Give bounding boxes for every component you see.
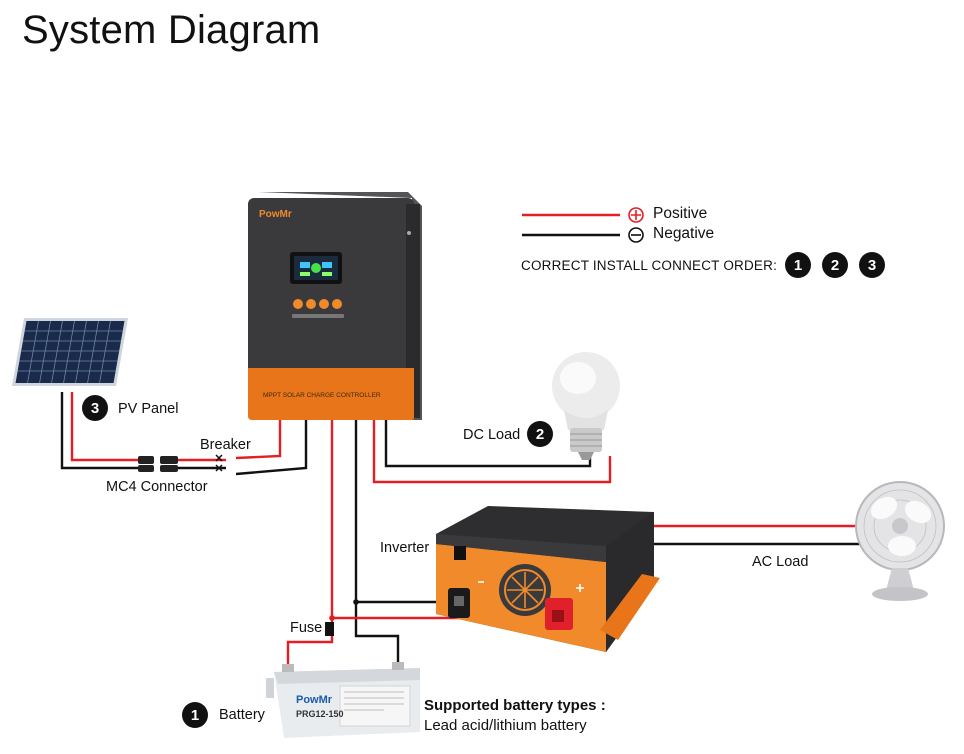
ac-load-label: AC Load (752, 554, 809, 570)
pv-panel-step-badge: 3 (82, 395, 108, 421)
controller-label: MPPT SOLAR CHARGE CONTROLLER (263, 392, 381, 399)
battery-brand: PowMr (296, 694, 333, 706)
legend-negative-label: Negative (653, 225, 715, 242)
battery-model: PRG12-150 (296, 709, 344, 719)
inverter-label: Inverter (380, 540, 430, 556)
charge-controller: PowMr MPPT SOLAR CHARGE CONTROLLER (248, 192, 422, 420)
fuse-icon (325, 622, 334, 636)
dc-load-negative-wire (384, 418, 592, 468)
minus-circle-icon (628, 227, 644, 243)
page-title: System Diagram (22, 8, 321, 52)
battery-icon: PowMr PRG12-150 (266, 662, 420, 738)
mc4-connector-icon (138, 456, 178, 472)
supported-battery-types: Lead acid/lithium battery (424, 717, 587, 734)
breaker-label: Breaker (200, 437, 251, 453)
order-step-2: 2 (822, 252, 848, 278)
battery-step-badge: 1 (182, 702, 208, 728)
fuse-label: Fuse (290, 620, 323, 636)
order-step-1: 1 (785, 252, 811, 278)
dc-load-step-badge: 2 (527, 421, 553, 447)
install-order-label: CORRECT INSTALL CONNECT ORDER: (521, 258, 778, 273)
mc4-connector-label: MC4 Connector (106, 479, 208, 495)
inverter-icon (436, 506, 660, 652)
light-bulb-icon (552, 352, 620, 460)
fan-icon (855, 481, 945, 601)
dc-load-positive-wire (372, 418, 612, 484)
dc-load-label: DC Load (463, 427, 521, 443)
supported-battery-title: Supported battery types : (424, 697, 606, 714)
controller-brand: PowMr (259, 209, 292, 220)
junction-dot (329, 615, 335, 621)
junction-dot (353, 599, 359, 605)
battery-label: Battery (219, 707, 265, 723)
order-step-3: 3 (859, 252, 885, 278)
fuse-to-battery-wire (286, 632, 334, 668)
pv-panel-label: PV Panel (118, 401, 179, 417)
solar-panel-icon (12, 318, 128, 386)
plus-circle-icon (628, 207, 644, 223)
breaker-switch-icon (215, 454, 223, 472)
legend-positive-label: Positive (653, 205, 708, 222)
battery-negative-wire (354, 418, 400, 668)
